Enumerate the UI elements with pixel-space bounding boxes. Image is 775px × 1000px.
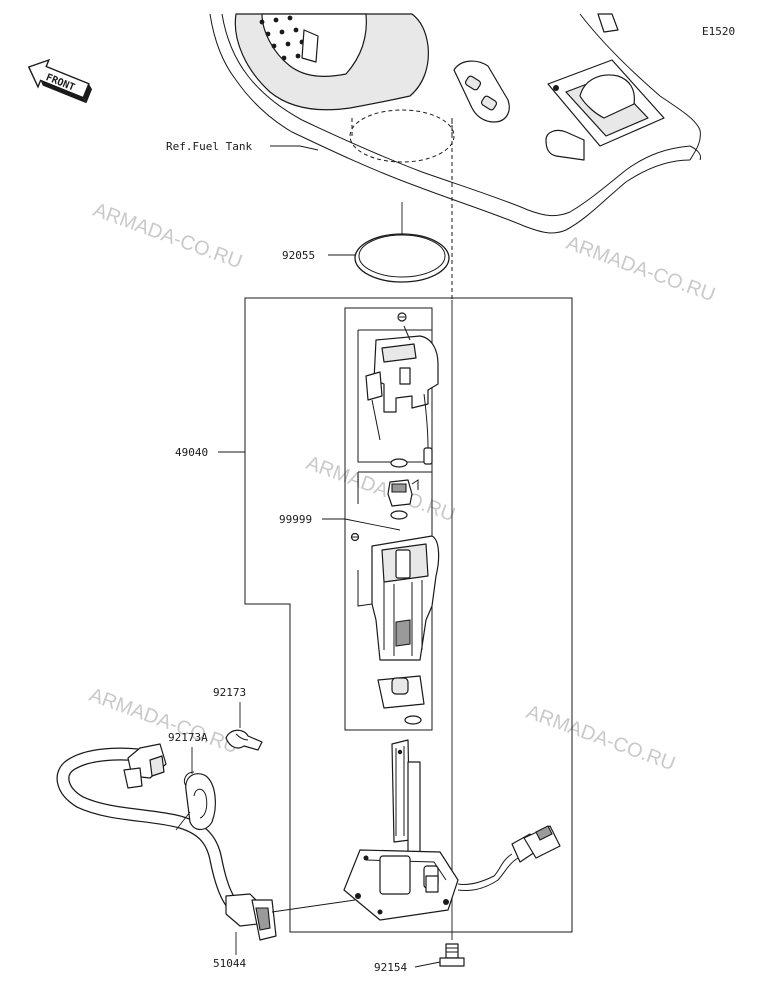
front-arrow-icon: FRONT (27, 58, 93, 104)
part-label-92173A[interactable]: 92173A (168, 731, 208, 744)
part-label-49040[interactable]: 49040 (175, 446, 208, 459)
fuel-level-sender (365, 325, 439, 465)
fuel-tank-outline (209, 13, 701, 234)
fuel-hose-51044 (56, 743, 277, 941)
pump-bracket-tube (391, 739, 421, 861)
pump-flange-base (343, 849, 459, 921)
part-label-92055[interactable]: 92055 (282, 249, 315, 262)
bolt-92154 (439, 943, 465, 967)
part-label-92154[interactable]: 92154 (374, 961, 407, 974)
subassembly-frame-99999 (344, 307, 433, 731)
o-ring-lower (390, 510, 408, 520)
part-label-51044[interactable]: 51044 (213, 957, 246, 970)
fuel-pump-body (357, 535, 440, 661)
watermark: ARMADA-CO.RU (303, 452, 458, 526)
watermark: ARMADA-CO.RU (563, 232, 718, 306)
part-label-92173[interactable]: 92173 (213, 686, 246, 699)
assembly-frame-49040 (244, 297, 573, 933)
gasket-ring-92055 (354, 202, 450, 283)
o-ring-bottom (404, 715, 422, 725)
wire-harness (457, 825, 561, 891)
diagram-code: E1520 (702, 25, 735, 38)
watermark: ARMADA-CO.RU (90, 199, 245, 273)
part-label-99999[interactable]: 99999 (279, 513, 312, 526)
clip-92173 (225, 729, 263, 751)
screw-icon (397, 312, 407, 322)
pressure-regulator (387, 479, 419, 507)
o-ring-upper (390, 458, 408, 468)
watermark: ARMADA-CO.RU (523, 701, 678, 775)
fuel-filter (377, 675, 425, 709)
clamp-92173A (183, 771, 216, 831)
reference-label: Ref.Fuel Tank (166, 140, 252, 153)
screw-icon (350, 532, 360, 542)
